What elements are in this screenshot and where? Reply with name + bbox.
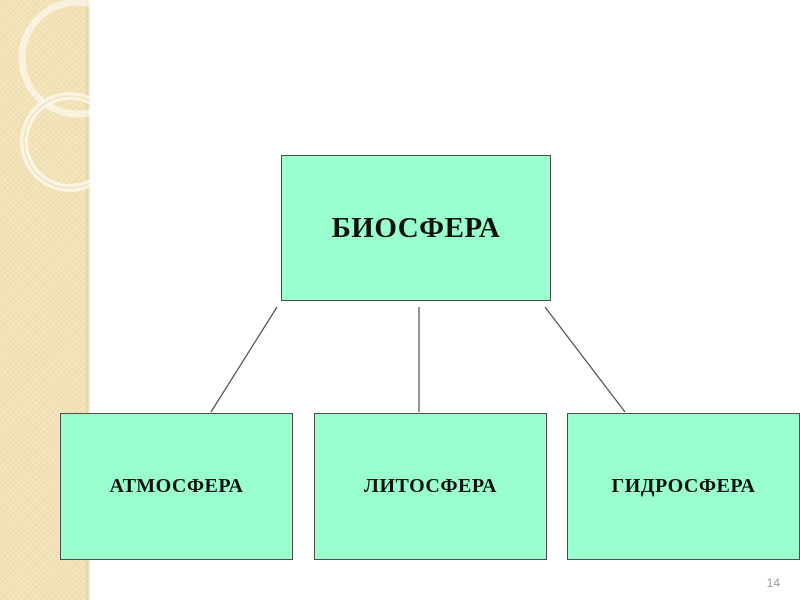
node-gidrosfera: ГИДРОСФЕРА xyxy=(567,413,800,560)
node-biosfera-label: БИОСФЕРА xyxy=(331,211,501,244)
connector-line-atmosfera xyxy=(210,306,278,413)
sidebar-edge xyxy=(86,0,90,600)
node-litosfera: ЛИТОСФЕРА xyxy=(314,413,547,560)
node-litosfera-label: ЛИТОСФЕРА xyxy=(364,475,497,497)
node-atmosfera: АТМОСФЕРА xyxy=(60,413,293,560)
decorative-ring-outline xyxy=(23,95,90,189)
connector-line-gidrosfera xyxy=(544,306,626,413)
page-number: 14 xyxy=(766,576,780,590)
decorative-ring-large xyxy=(18,0,90,118)
node-gidrosfera-label: ГИДРОСФЕРА xyxy=(611,475,756,497)
node-atmosfera-label: АТМОСФЕРА xyxy=(109,475,244,497)
decorative-rings-icon xyxy=(18,0,90,192)
node-biosfera: БИОСФЕРА xyxy=(281,155,551,301)
